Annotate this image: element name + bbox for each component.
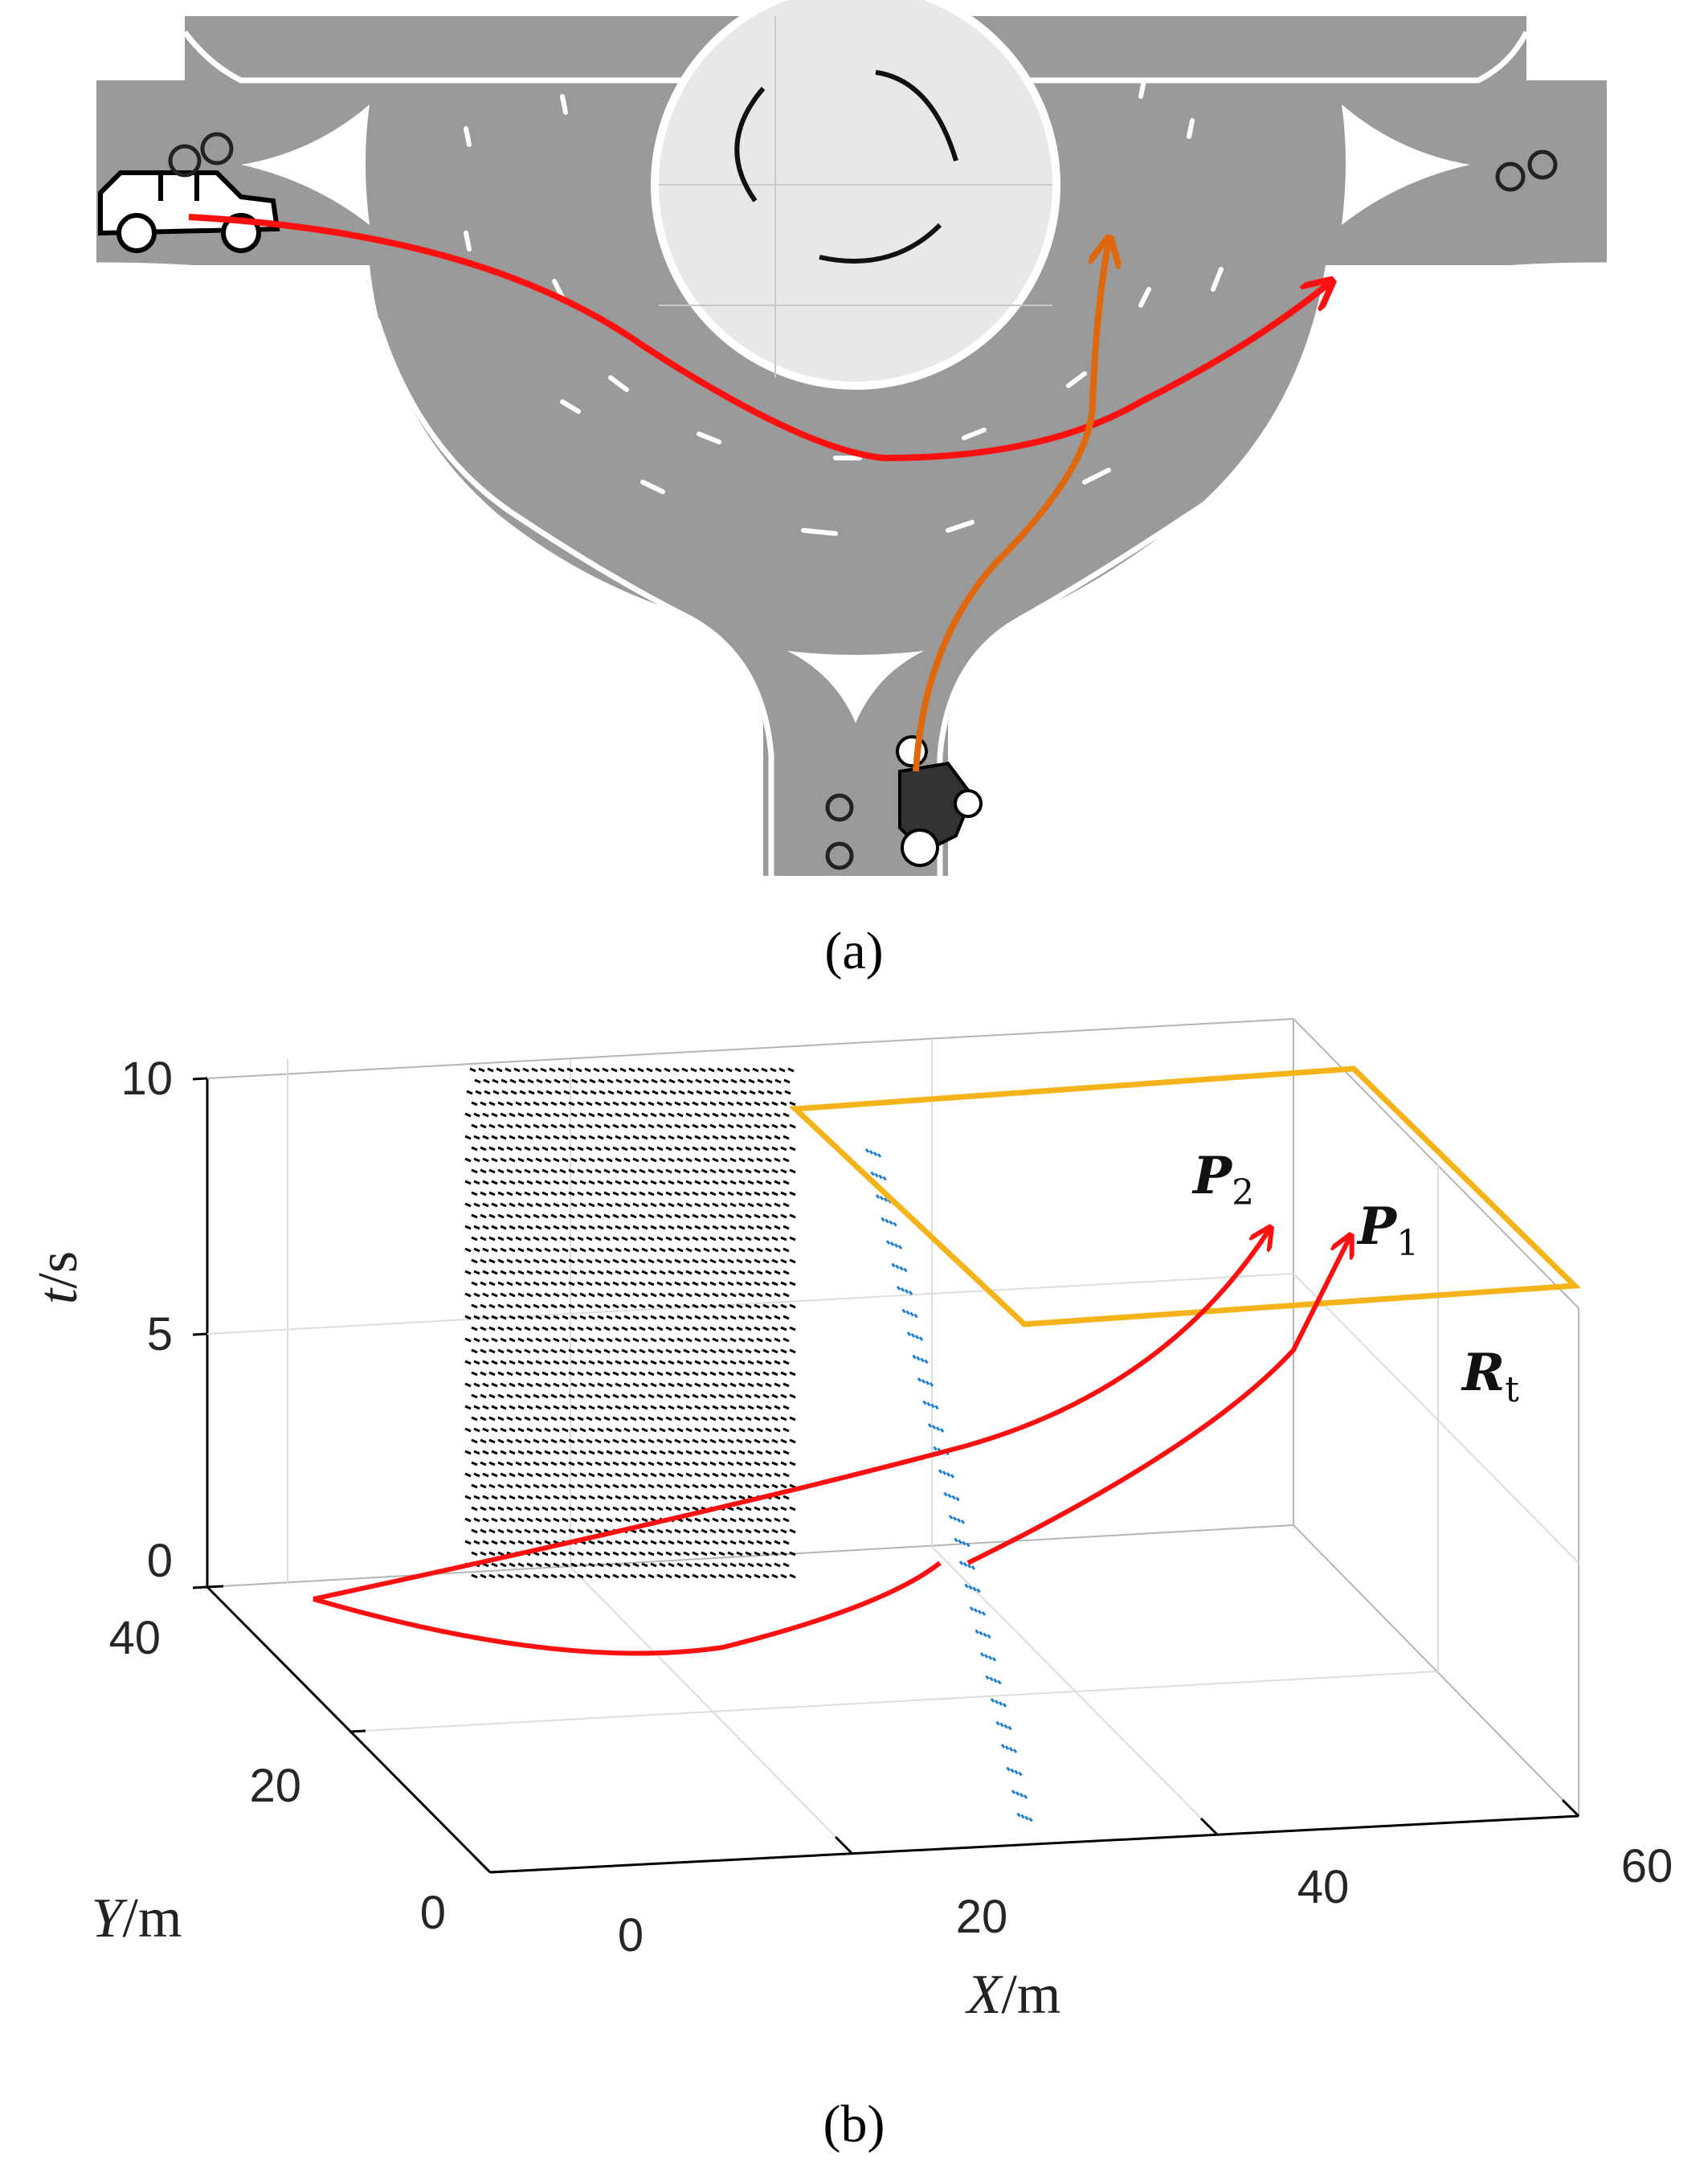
y-tick-40: 40 bbox=[108, 1612, 161, 1664]
blue-points bbox=[864, 1148, 1033, 1822]
t-axis-label: t/s bbox=[27, 1251, 89, 1304]
x-tick-0: 0 bbox=[618, 1909, 644, 1961]
motorcycle-trajectory bbox=[913, 241, 1109, 772]
panel-b-plot bbox=[192, 1018, 1581, 1874]
x-tick-20: 20 bbox=[956, 1891, 1008, 1943]
panel-b-caption: (b) bbox=[823, 2095, 885, 2154]
y-tick-0: 0 bbox=[420, 1887, 446, 1939]
trajectory-p2 bbox=[313, 1229, 1269, 1601]
label-p2: P2 bbox=[1191, 1146, 1254, 1213]
label-rt-main: R bbox=[1461, 1343, 1505, 1403]
svg-text:P2: P2 bbox=[1191, 1146, 1254, 1213]
label-p2-main: P bbox=[1191, 1146, 1233, 1206]
label-p1-main: P bbox=[1356, 1196, 1398, 1257]
y-axis-unit: /m bbox=[123, 1888, 182, 1949]
svg-text:t/s: t/s bbox=[27, 1251, 89, 1304]
t-tick-labels: 10 5 0 bbox=[121, 1053, 173, 1587]
rotation-arrows-icon bbox=[734, 70, 958, 264]
svg-text:Rt: Rt bbox=[1461, 1343, 1519, 1410]
x-tick-labels: 0 20 40 60 bbox=[618, 1840, 1673, 1961]
label-p1-sub: 1 bbox=[1396, 1223, 1419, 1264]
y-tick-20: 20 bbox=[249, 1760, 301, 1812]
trajectory-p1 bbox=[313, 1560, 942, 1656]
t-tick-5: 5 bbox=[147, 1308, 173, 1360]
panel-a-roundabout bbox=[96, 0, 1608, 876]
x-axis-symbol: X bbox=[965, 1964, 1004, 2026]
target-region-rt bbox=[788, 1066, 1581, 1327]
panel-a-caption: (a) bbox=[824, 922, 883, 980]
axis-ticks bbox=[192, 1077, 1580, 1874]
y-axis-label: Y/m bbox=[92, 1888, 182, 1949]
label-p2-sub: 2 bbox=[1232, 1172, 1254, 1213]
splitter-islands bbox=[241, 104, 1470, 723]
bicycle-icon bbox=[168, 132, 1558, 870]
plot-box bbox=[206, 1078, 1579, 1874]
t-tick-0: 0 bbox=[147, 1535, 173, 1587]
svg-text:P1: P1 bbox=[1356, 1196, 1419, 1264]
blue-point-stack bbox=[864, 1148, 1033, 1822]
y-tick-labels: 40 20 0 bbox=[108, 1612, 446, 1939]
svg-text:X/m: X/m bbox=[965, 1964, 1061, 2026]
lane-dashes bbox=[464, 78, 1224, 536]
central-island bbox=[651, 0, 1060, 390]
plot-box-back bbox=[206, 1018, 1579, 1817]
car-trajectory bbox=[188, 214, 1330, 462]
plot-grid bbox=[206, 1039, 1579, 1854]
x-tick-60: 60 bbox=[1621, 1840, 1673, 1892]
x-tick-40: 40 bbox=[1297, 1861, 1350, 1913]
label-rt: Rt bbox=[1461, 1343, 1519, 1410]
motorcycle-icon bbox=[896, 735, 983, 867]
t-axis-unit: /s bbox=[27, 1251, 89, 1289]
y-axis-symbol: Y bbox=[92, 1888, 129, 1949]
svg-text:Y/m: Y/m bbox=[92, 1888, 182, 1949]
black-point-cloud bbox=[464, 1067, 796, 1579]
t-axis-symbol: t bbox=[27, 1287, 89, 1304]
t-tick-10: 10 bbox=[121, 1053, 173, 1105]
trajectory-p1-upper bbox=[966, 1237, 1350, 1565]
label-rt-sub: t bbox=[1505, 1369, 1519, 1410]
label-p1: P1 bbox=[1356, 1196, 1419, 1264]
x-axis-unit: /m bbox=[1001, 1964, 1060, 2026]
x-axis-label: X/m bbox=[965, 1964, 1061, 2026]
black-points bbox=[464, 1067, 796, 1579]
